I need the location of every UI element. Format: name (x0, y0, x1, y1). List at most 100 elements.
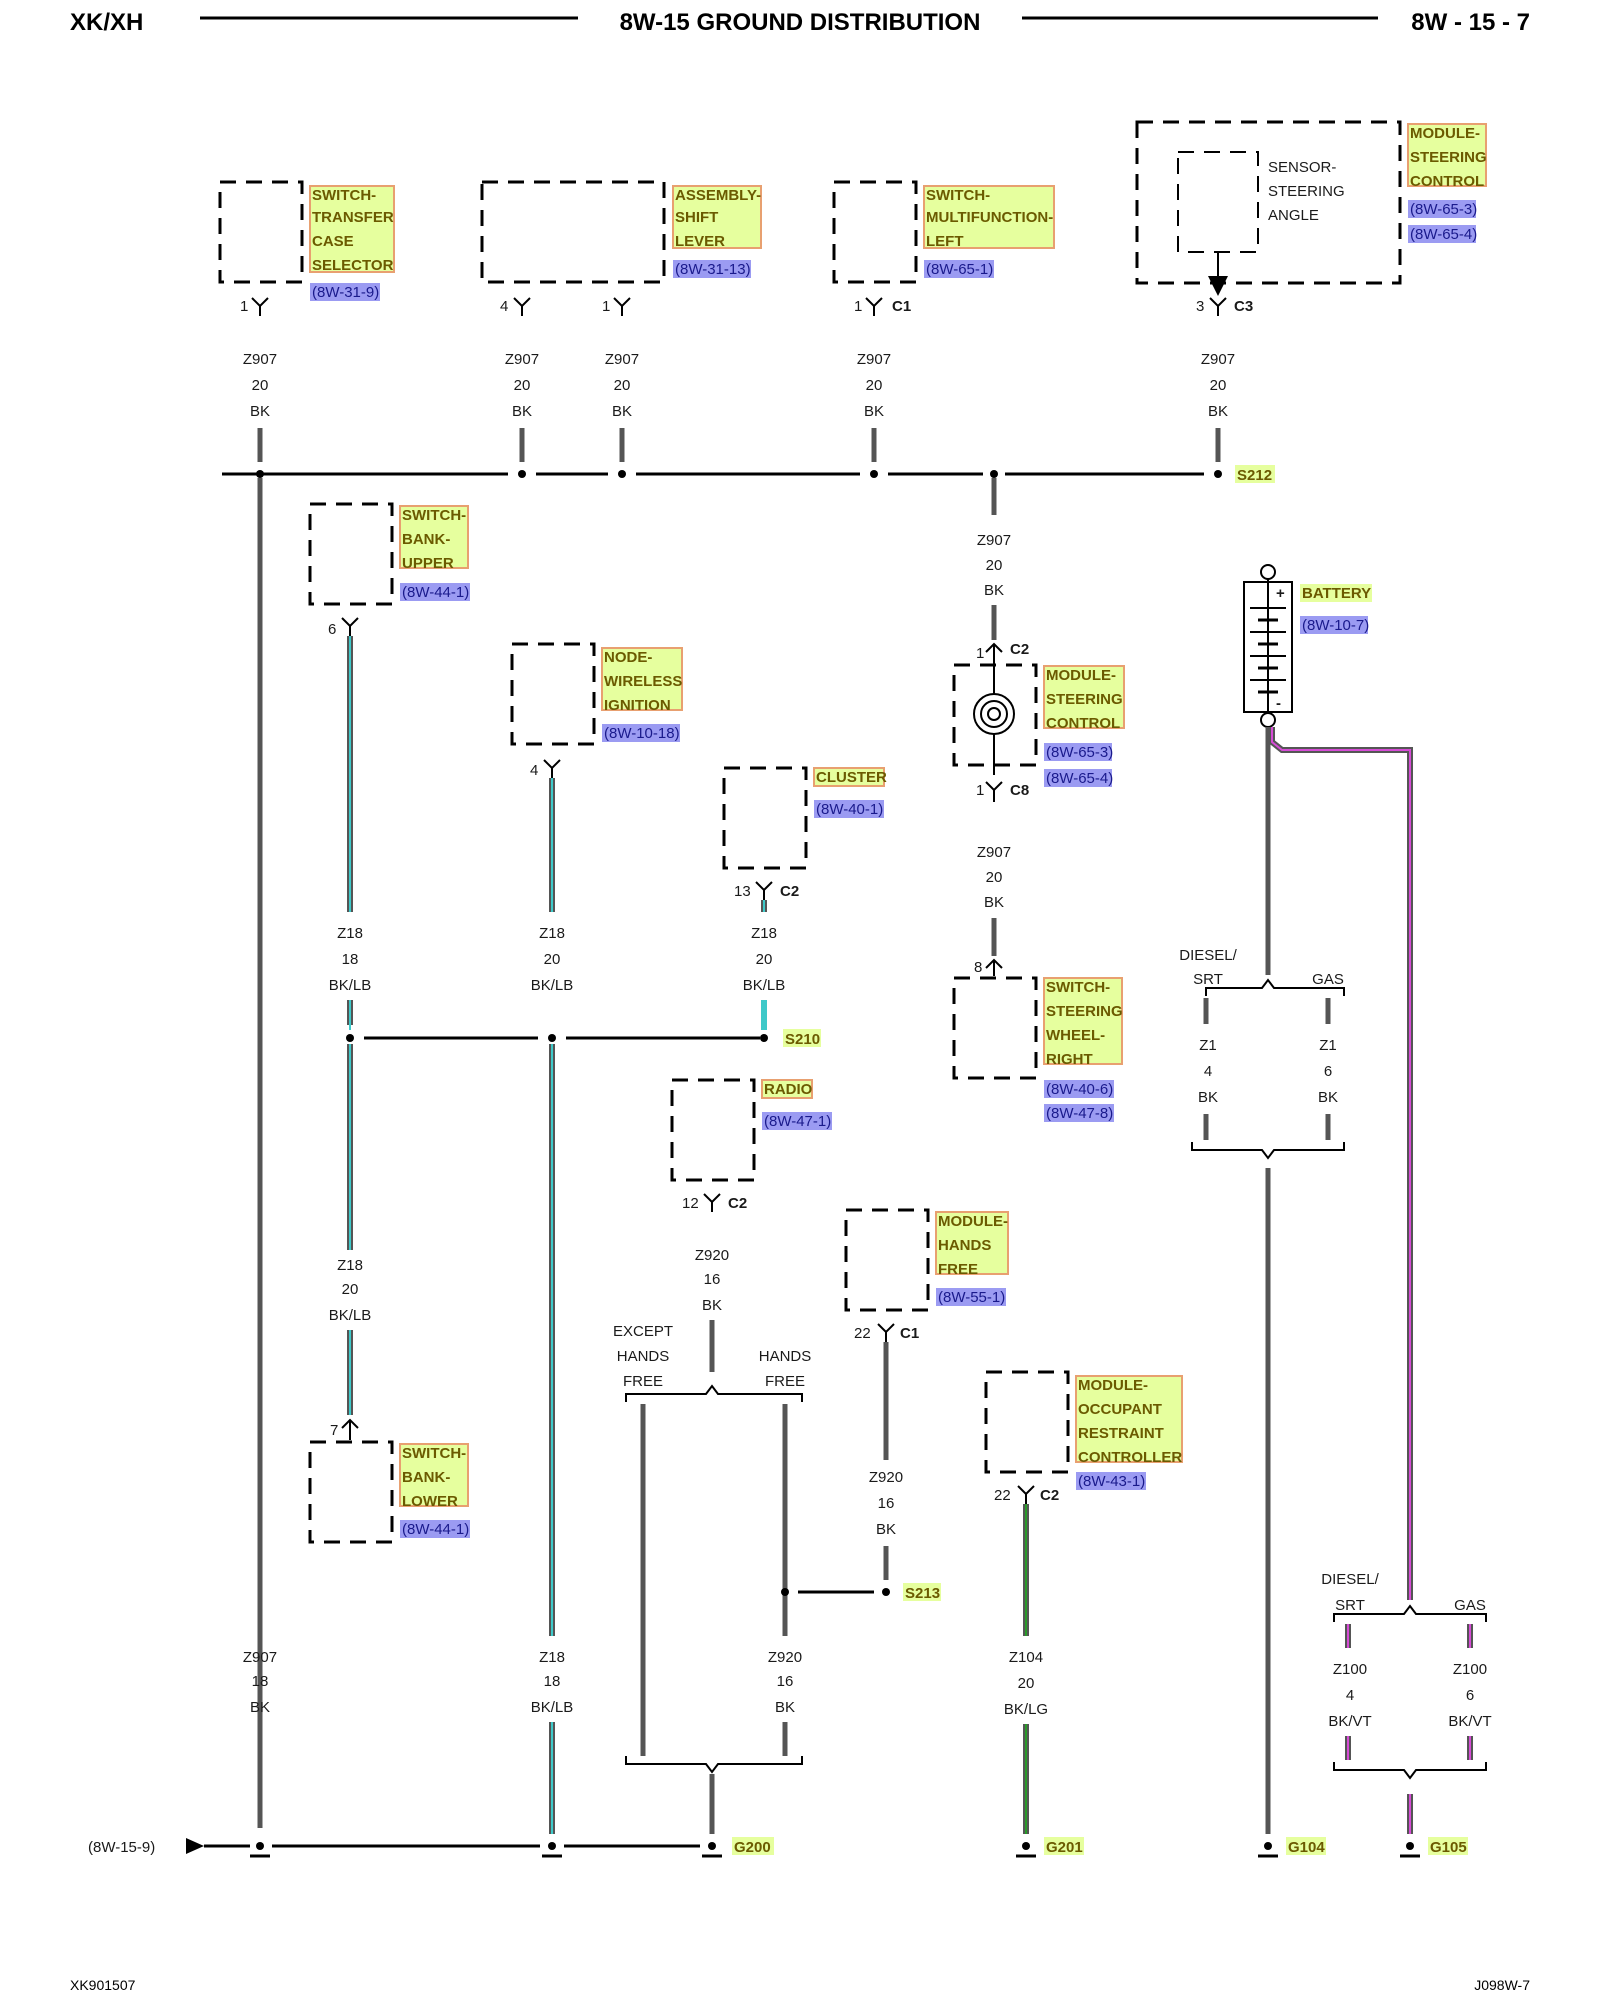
ground-g104-symbol (1258, 1842, 1278, 1858)
svg-text:Z18: Z18 (539, 1649, 565, 1666)
transfer-case-label-2: TRANSFER (312, 209, 394, 226)
pin-mark-hands-free (877, 1323, 895, 1342)
pin-transfer-case: 1 (240, 298, 248, 315)
component-module-steering-control-top: SENSOR- STEERING ANGLE MODULE- STEERING … (1135, 120, 1487, 296)
pin-mark-bank-lower (341, 1418, 359, 1440)
bank-upper-ref: (8W-44-1) (402, 584, 469, 601)
svg-text:GAS: GAS (1454, 1597, 1486, 1614)
shift-lever-label-3: LEVER (675, 233, 725, 250)
wheel-right-label-4: RIGHT (1046, 1051, 1093, 1068)
wire-z100-violet (1269, 727, 1413, 1600)
svg-text:20: 20 (866, 377, 883, 394)
wire-label-w3: Z907 20 BK (605, 351, 639, 420)
ground-bus-g200 (204, 1842, 722, 1858)
svg-text:GAS: GAS (1312, 971, 1344, 988)
wheel-right-label-2: STEERING (1046, 1003, 1123, 1020)
transfer-case-label-4: SELECTOR (312, 257, 394, 274)
svg-text:BK: BK (775, 1699, 795, 1716)
header-title: 8W-15 GROUND DISTRIBUTION (620, 9, 981, 36)
ground-g104: G104 (1288, 1839, 1325, 1856)
option-split-radio: EXCEPT HANDS FREE HANDS FREE (613, 1323, 811, 1756)
component-node-wireless-ignition: NODE- WIRELESS IGNITION (8W-10-18) (510, 642, 683, 746)
svg-text:DIESEL/: DIESEL/ (1179, 947, 1237, 964)
svg-text:Z907: Z907 (243, 1649, 277, 1666)
orc-label-2: OCCUPANT (1078, 1401, 1162, 1418)
pin-mark-wireless (543, 759, 561, 778)
component-cluster: CLUSTER (8W-40-1) (722, 766, 887, 870)
svg-text:BK: BK (1198, 1089, 1218, 1106)
svg-text:BK: BK (1318, 1089, 1338, 1106)
wire-label-w6: Z907 20 BK (977, 532, 1011, 599)
conn-radio: C2 (728, 1195, 747, 1212)
battery-ref: (8W-10-7) (1302, 617, 1369, 634)
svg-text:20: 20 (614, 377, 631, 394)
pin-orc: 22 (994, 1487, 1011, 1504)
sensor-label-2: STEERING (1268, 183, 1345, 200)
svg-text:18: 18 (252, 1673, 269, 1690)
pin-steering-mid-out: 1 (976, 782, 984, 799)
option-split-battery: DIESEL/ SRT GAS (1179, 947, 1345, 1024)
conn-cluster: C2 (780, 883, 799, 900)
svg-text:BK: BK (984, 894, 1004, 911)
transfer-case-label-1: SWITCH- (312, 187, 376, 204)
svg-text:20: 20 (1018, 1675, 1035, 1692)
multifunction-label-1: SWITCH- (926, 187, 990, 204)
conn-multifunction: C1 (892, 298, 911, 315)
svg-text:Z100: Z100 (1453, 1661, 1487, 1678)
svg-text:Z18: Z18 (751, 925, 777, 942)
bank-lower-label-1: SWITCH- (402, 1445, 466, 1462)
hands-free-label-2: HANDS (938, 1237, 991, 1254)
top-pins (251, 297, 1227, 316)
component-module-occupant-restraint-controller: MODULE- OCCUPANT RESTRAINT CONTROLLER (8… (984, 1370, 1183, 1490)
svg-text:Z920: Z920 (869, 1469, 903, 1486)
pin-mark-cluster (755, 881, 773, 900)
svg-text:Z1: Z1 (1319, 1037, 1337, 1054)
svg-text:Z18: Z18 (539, 925, 565, 942)
svg-text:Z1: Z1 (1199, 1037, 1217, 1054)
svg-text:BK/LB: BK/LB (329, 977, 372, 994)
steering-mid-ref-1: (8W-65-3) (1046, 744, 1113, 761)
sensor-label-1: SENSOR- (1268, 159, 1336, 176)
bank-upper-label-3: UPPER (402, 555, 454, 572)
wire-label-w2: Z907 20 BK (505, 351, 539, 420)
svg-text:BK: BK (984, 582, 1004, 599)
cluster-ref: (8W-40-1) (816, 801, 883, 818)
ground-g200: G200 (734, 1839, 771, 1856)
header-left: XK/XH (70, 9, 143, 36)
component-battery: + - BATTERY (8W-10-7) (1243, 564, 1372, 728)
svg-text:BK: BK (864, 403, 884, 420)
component-radio: RADIO (8W-47-1) (670, 1078, 832, 1182)
option-merge-battery (1191, 1114, 1345, 1834)
wire-label-w4: Z907 20 BK (857, 351, 891, 420)
wire-label-w20: Z100 4 BK/VT (1328, 1661, 1371, 1730)
bank-upper-label-1: SWITCH- (402, 507, 466, 524)
bank-upper-label-2: BANK- (402, 531, 450, 548)
transfer-case-ref: (8W-31-9) (312, 284, 379, 301)
svg-text:Z920: Z920 (768, 1649, 802, 1666)
wire-label-w15: Z18 18 BK/LB (531, 1649, 574, 1716)
battery-label: BATTERY (1302, 585, 1371, 602)
splice-s213: S213 (905, 1585, 940, 1602)
component-switch-multifunction-left: SWITCH- MULTIFUNCTION- LEFT (8W-65-1) (832, 180, 1055, 284)
steering-top-label-2: STEERING (1410, 149, 1487, 166)
svg-text:BK/LB: BK/LB (531, 977, 574, 994)
svg-text:Z907: Z907 (505, 351, 539, 368)
svg-text:4: 4 (1346, 1687, 1354, 1704)
svg-text:BK/LG: BK/LG (1004, 1701, 1048, 1718)
battery-plus: + (1276, 585, 1285, 602)
steering-top-label-3: CONTROL (1410, 173, 1484, 190)
multifunction-label-3: LEFT (926, 233, 964, 250)
svg-text:6: 6 (1324, 1063, 1332, 1080)
wire-label-w21: Z100 6 BK/VT (1448, 1661, 1491, 1730)
svg-text:20: 20 (756, 951, 773, 968)
svg-text:Z907: Z907 (605, 351, 639, 368)
svg-text:Z907: Z907 (1201, 351, 1235, 368)
svg-text:DIESEL/: DIESEL/ (1321, 1571, 1379, 1588)
battery-minus: - (1276, 695, 1281, 712)
svg-text:BK: BK (702, 1297, 722, 1314)
component-module-hands-free: MODULE- HANDS FREE (8W-55-1) (844, 1208, 1009, 1312)
wire-label-w13: Z920 16 BK (869, 1469, 903, 1538)
bank-lower-ref: (8W-44-1) (402, 1521, 469, 1538)
except-hands-free-1: EXCEPT (613, 1323, 673, 1340)
wire-label-w7: Z907 20 BK (977, 844, 1011, 911)
